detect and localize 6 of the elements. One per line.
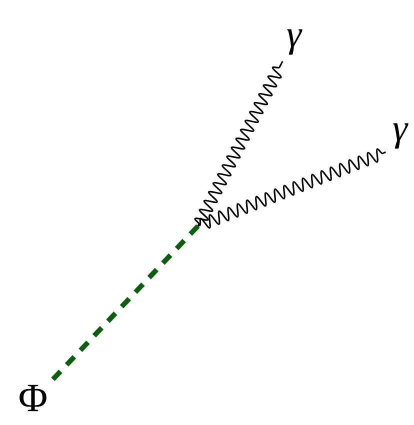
particle-label: γ [393, 123, 408, 149]
scalar-line [51, 224, 200, 382]
particle-label: Φ [20, 384, 46, 412]
photon-line [194, 60, 284, 226]
photon-line [197, 148, 386, 229]
particle-label: γ [287, 29, 302, 55]
